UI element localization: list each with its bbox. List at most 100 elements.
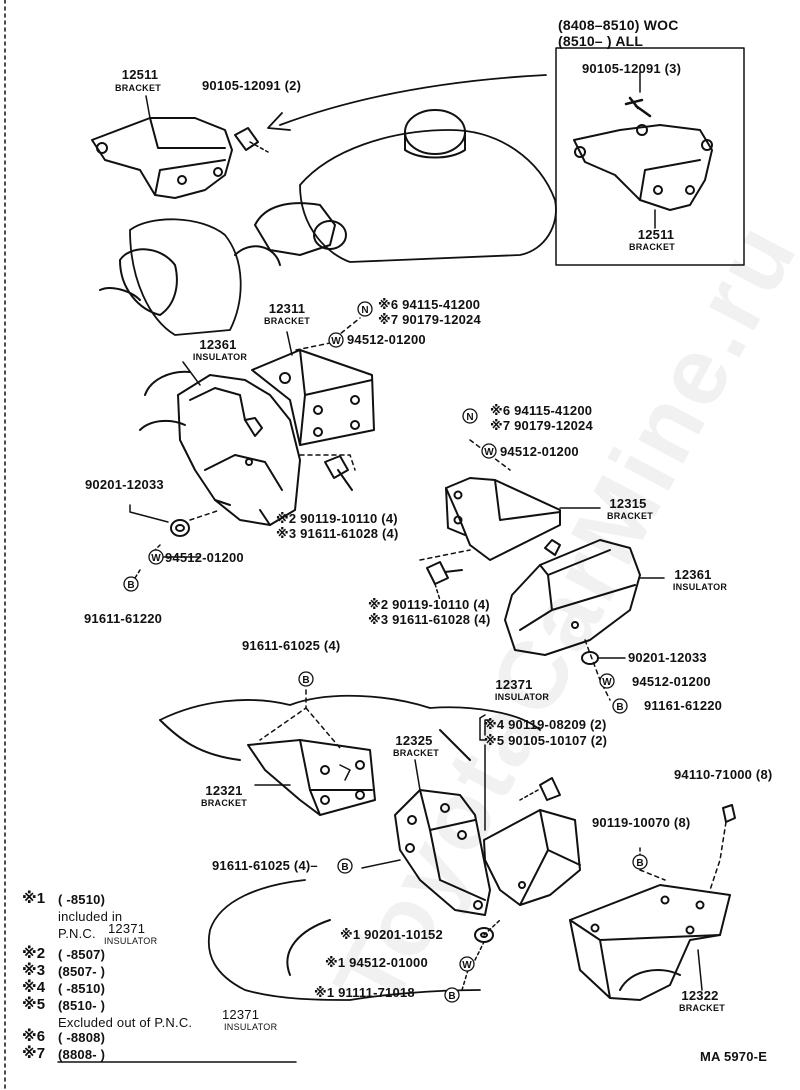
label-90201-b: 90201-12033 [628, 650, 707, 665]
inset-header-line1: (8408–8510) WOC [558, 17, 679, 33]
label-12361-right: 12361 [674, 567, 712, 582]
left-lower-hardware [129, 317, 361, 579]
symbol-b-b: B [612, 698, 628, 714]
inset-frame [267, 47, 745, 266]
symbol-w-b: W [481, 443, 497, 459]
label-s1-a: ※1 90201-10152 [340, 927, 443, 942]
legend-sub-5: Excluded out of P.N.C. [58, 1015, 193, 1030]
legend-pnc-1: 12371 [108, 921, 146, 936]
legend-text-5: (8510- ) [58, 998, 106, 1013]
symbol-w-e: W [459, 956, 475, 972]
label-w-b: 94512-01200 [500, 444, 579, 459]
label-n7-b: ※7 90179-12024 [490, 418, 593, 433]
inset-bracket-drawing [573, 71, 713, 229]
label-s2-b: ※2 90119-10110 (4) [368, 597, 490, 612]
label-12361-right-name: INSULATOR [672, 582, 728, 592]
insulator-12371-drawing [479, 714, 581, 906]
symbol-b-top: B [298, 671, 314, 687]
legend-sub-1b: P.N.C. [58, 926, 96, 941]
bracket-12325-drawing [361, 759, 491, 916]
svg-text:B: B [636, 858, 643, 869]
legend-mark-2: ※2 [22, 945, 46, 962]
inset-part-number: 12511 [637, 227, 675, 242]
label-s4: ※4 90119-08209 (2) [484, 717, 607, 732]
symbol-w-c: W [148, 549, 164, 565]
label-12325: 12325 [395, 733, 433, 748]
symbol-b-a: B [123, 576, 139, 592]
legend-mark-4: ※4 [22, 979, 46, 996]
symbol-b-mid: B [337, 858, 353, 874]
label-nut-8: 94110-71000 (8) [674, 767, 773, 782]
legend-mark-7: ※7 [22, 1045, 46, 1062]
svg-text:B: B [341, 862, 348, 873]
label-s1-c: ※1 91111-71018 [314, 985, 415, 1000]
label-12371: 12371 [495, 677, 533, 692]
label-12311-name: BRACKET [263, 316, 311, 326]
label-n6-a: ※6 94115-41200 [378, 297, 481, 312]
lower-hardware-stack [461, 919, 501, 991]
symbol-w-a: W [328, 332, 344, 348]
inset-header-line2: (8510– ) ALL [558, 33, 644, 49]
label-s1-b: ※1 94512-01000 [325, 955, 428, 970]
label-12315: 12315 [609, 496, 647, 511]
insulator-12361-left-drawing [177, 361, 301, 526]
svg-text:W: W [602, 677, 612, 688]
diagram-code: MA 5970-E [700, 1049, 768, 1064]
legend-pnc-1-name: INSULATOR [104, 936, 158, 946]
legend-text-3: (8507- ) [58, 964, 106, 979]
label-90201-a: 90201-12033 [85, 477, 164, 492]
label-w-c: 94512-01200 [165, 550, 244, 565]
legend-text-6: ( -8808) [58, 1030, 106, 1045]
svg-text:B: B [448, 991, 455, 1002]
svg-text:B: B [302, 675, 309, 686]
legend-text-1: ( -8510) [58, 892, 106, 907]
svg-text:N: N [361, 305, 368, 316]
engine-block-lower [159, 694, 541, 1001]
label-12361-left-name: INSULATOR [192, 352, 248, 362]
bracket-12321-drawing [247, 689, 376, 816]
inset-part-name: BRACKET [628, 242, 676, 252]
label-w-a: 94512-01200 [347, 332, 426, 347]
legend-mark-6: ※6 [22, 1028, 46, 1045]
label-b-a: 91611-61220 [84, 611, 163, 626]
label-12371-name: INSULATOR [494, 692, 550, 702]
symbol-b-c: B [444, 987, 460, 1003]
legend-pnc-5: 12371 [222, 1007, 260, 1022]
label-w-d: 94512-01200 [632, 674, 711, 689]
label-b-top: 91611-61025 (4) [242, 638, 341, 653]
svg-text:B: B [616, 702, 623, 713]
svg-text:W: W [462, 960, 472, 971]
svg-text:N: N [466, 412, 473, 423]
legend-text-4: ( -8510) [58, 981, 106, 996]
legend-text-7: (8808- ) [58, 1047, 106, 1062]
label-bolt-top: 90105-12091 (2) [202, 78, 302, 93]
legend-mark-5: ※5 [22, 996, 46, 1013]
bracket-12315-drawing [445, 439, 601, 561]
label-12321-name: BRACKET [200, 798, 248, 808]
label-b-mid: 91611-61025 (4)– [212, 858, 318, 873]
label-12511: 12511 [121, 67, 159, 82]
label-12511-name: BRACKET [114, 83, 162, 93]
label-n6-b: ※6 94115-41200 [490, 403, 593, 418]
bracket-12322-drawing [569, 804, 736, 1001]
label-12321: 12321 [205, 783, 243, 798]
legend-mark-1: ※1 [22, 890, 46, 907]
label-s5: ※5 90105-10107 (2) [484, 733, 608, 748]
bracket-12311-drawing [251, 331, 375, 446]
label-s3-b: ※3 91611-61028 (4) [368, 612, 491, 627]
label-12325-name: BRACKET [392, 748, 440, 758]
symbol-n-b: N [462, 408, 478, 424]
label-n7-a: ※7 90179-12024 [378, 312, 481, 327]
label-12322-name: BRACKET [678, 1003, 726, 1013]
label-12315-name: BRACKET [606, 511, 654, 521]
legend-text-2: ( -8507) [58, 947, 106, 962]
inset-bolt-label: 90105-12091 (3) [582, 61, 682, 76]
label-12311: 12311 [268, 301, 306, 316]
legend-pnc-5-name: INSULATOR [224, 1022, 278, 1032]
label-s3-a: ※3 91611-61028 (4) [276, 526, 399, 541]
label-bolt-8: 90119-10070 (8) [592, 815, 691, 830]
engine-block-upper [99, 109, 557, 431]
legend-mark-3: ※3 [22, 962, 46, 979]
